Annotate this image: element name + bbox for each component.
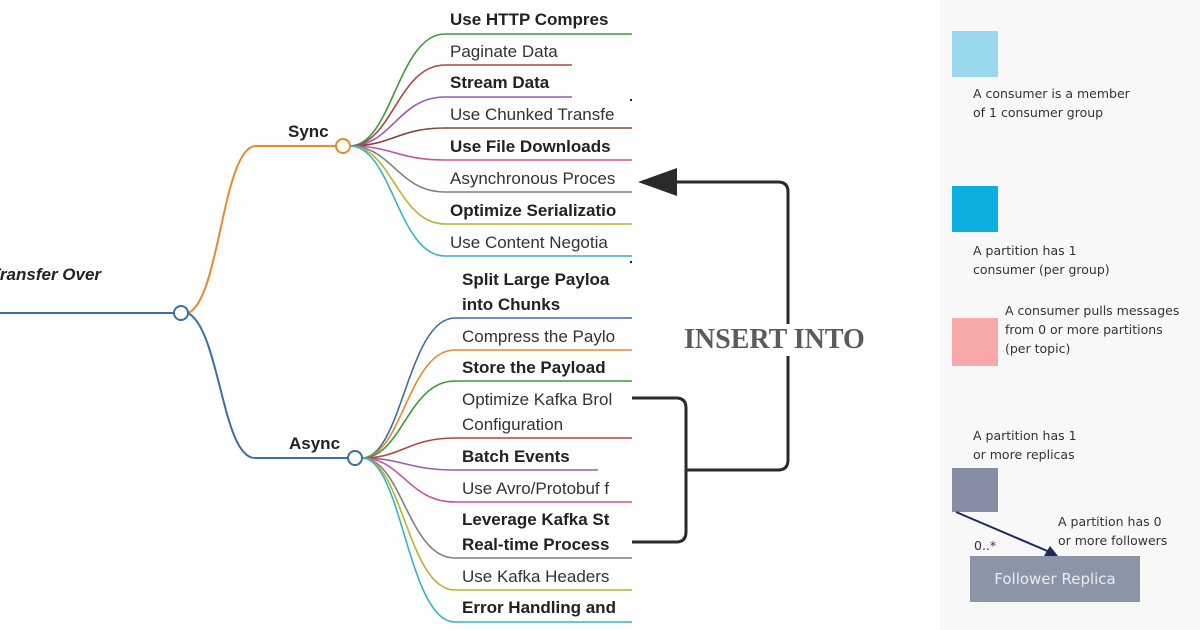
sync-leaf-line-6 — [349, 145, 632, 193]
root-topic: ta Transfer Over — [0, 265, 102, 284]
sync-leaf: Optimize Serializatio — [450, 201, 617, 220]
async-leaf-line-7 — [361, 457, 632, 559]
async-leaf-line2: into Chunks — [462, 295, 561, 314]
sync-node — [335, 138, 351, 154]
note-text: from 0 or more partitions — [1005, 322, 1163, 337]
arrow-head-icon — [1044, 546, 1058, 556]
sync-leaf-line-3 — [349, 96, 572, 147]
async-leaf: Error Handling and — [462, 598, 616, 617]
async-leaf-line-6 — [361, 457, 632, 503]
sync-leaf: Paginate Data — [450, 42, 558, 61]
async-leaf: Split Large Payloa — [462, 270, 610, 289]
root-node — [173, 305, 189, 321]
note-text: A consumer is a member — [973, 86, 1130, 101]
note-text: A partition has 1 — [973, 428, 1077, 443]
sync-leaf: Use HTTP Compres — [450, 10, 609, 29]
sync-branch-line — [187, 145, 337, 314]
sync-leaf-line-7 — [349, 145, 632, 225]
note-text: A consumer pulls messages — [1005, 303, 1180, 318]
sync-leaf-line-5 — [349, 145, 632, 161]
follower-replica-label: Follower Replica — [994, 570, 1116, 588]
async-leaf-line-2 — [361, 349, 632, 459]
async-leaf: Store the Payload — [462, 358, 606, 377]
note-text: or more followers — [1058, 533, 1168, 548]
note-text: of 1 consumer group — [973, 105, 1104, 120]
mindmap-panel: ta Transfer Over Sync Async Use HTTP Com… — [0, 10, 632, 623]
note-text: (per topic) — [1005, 341, 1071, 356]
async-leaf: Use Avro/Protobuf f — [462, 479, 610, 498]
async-leaf-line-8 — [361, 457, 632, 591]
async-leaf: Compress the Paylo — [462, 327, 616, 346]
follower-replica-box: Follower Replica — [970, 556, 1140, 602]
async-leaf: Batch Events — [462, 447, 570, 466]
branch-async-label: Async — [289, 434, 341, 453]
insert-into-label: INSERT INTO — [682, 324, 867, 356]
async-leaf-line-3 — [361, 380, 632, 459]
sync-leaf-line-1 — [349, 33, 632, 147]
multiplicity-label: 0..* — [974, 538, 997, 553]
async-leaf: Use Kafka Headers — [462, 567, 610, 586]
async-leaf-line-4 — [361, 437, 632, 459]
consumer-group-box — [952, 186, 998, 232]
note-text: consumer (per group) — [973, 262, 1110, 277]
consumer-box — [952, 31, 998, 77]
partition-box — [952, 318, 998, 366]
sync-leaf: Use Chunked Transfe — [450, 105, 615, 124]
async-leaf-line-9 — [361, 457, 632, 623]
async-leaf: Optimize Kafka Brol — [462, 390, 613, 409]
arrow-head-icon — [638, 168, 677, 196]
sync-leaf: Asynchronous Proces — [450, 169, 616, 188]
kafka-model-panel: A consumer is a member of 1 consumer gro… — [940, 0, 1200, 630]
async-leaf-line-1 — [361, 317, 632, 459]
async-leaf-line2: Configuration — [462, 415, 564, 434]
async-leaf: Leverage Kafka St — [462, 510, 610, 529]
sync-leaf-line-4 — [349, 127, 632, 147]
note-text: or more replicas — [973, 447, 1075, 462]
replica-box — [952, 468, 998, 512]
async-branch-line — [187, 312, 349, 459]
sync-leaf: Stream Data — [450, 73, 550, 92]
note-text: A partition has 1 — [973, 243, 1077, 258]
branch-sync-label: Sync — [288, 122, 329, 141]
follower-arrow — [955, 511, 1058, 556]
async-leaf-line2: Real-time Process — [462, 535, 610, 554]
sync-leaf-line-8 — [349, 145, 632, 257]
mindmap-branches — [0, 33, 632, 623]
sync-leaf-line-2 — [349, 64, 572, 147]
async-node — [347, 450, 363, 466]
async-leaf-line-5 — [361, 457, 598, 471]
note-text: A partition has 0 — [1058, 514, 1162, 529]
sync-leaf: Use File Downloads — [450, 137, 611, 156]
async-bracket — [632, 396, 688, 544]
sync-leaf: Use Content Negotia — [450, 233, 608, 252]
